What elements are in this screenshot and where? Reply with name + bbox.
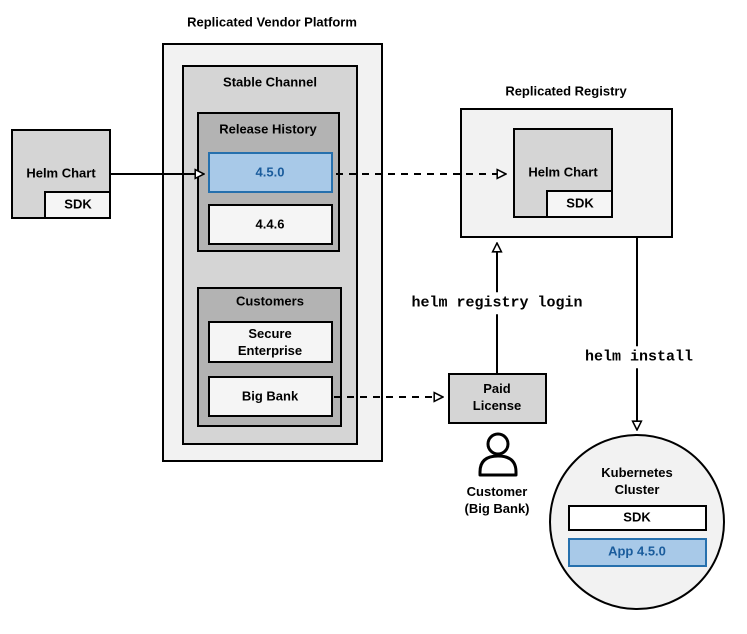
source-helm-chart-label: Helm Chart	[26, 165, 96, 181]
paid-license-label: Paid License	[472, 381, 522, 413]
release-446-box	[208, 204, 333, 245]
command-registry-login: helm registry login	[406, 292, 588, 314]
source-sdk-box	[44, 191, 111, 219]
registry-sdk-box	[546, 190, 613, 218]
command-helm-install: helm install	[579, 346, 699, 368]
vendor-platform-title: Replicated Vendor Platform	[187, 14, 357, 30]
customer-big-bank-label: Big Bank	[241, 388, 299, 404]
registry-sdk-label: SDK	[566, 195, 594, 211]
customers-title: Customers	[236, 293, 304, 309]
customer-secure-enterprise-box	[208, 321, 333, 363]
paid-license-box	[448, 373, 547, 424]
customer-secure-enterprise-label: Secure Enterprise	[237, 326, 303, 358]
customer-label: Customer (Big Bank)	[464, 484, 530, 516]
release-446-label: 4.4.6	[255, 216, 285, 232]
cluster-title: Kubernetes Cluster	[601, 465, 673, 497]
cluster-sdk-box	[568, 505, 707, 531]
customer-big-bank-box	[208, 376, 333, 417]
registry-helm-chart-label: Helm Chart	[528, 164, 598, 180]
source-sdk-label: SDK	[64, 196, 92, 212]
release-450-label: 4.5.0	[255, 164, 285, 180]
cluster-app-label: App 4.5.0	[608, 543, 666, 559]
stable-channel-title: Stable Channel	[223, 74, 317, 90]
customer-person-icon	[478, 432, 518, 477]
release-history-title: Release History	[219, 121, 317, 137]
registry-title: Replicated Registry	[505, 83, 627, 99]
cluster-sdk-label: SDK	[623, 509, 651, 525]
release-450-box	[208, 152, 333, 193]
cluster-app-box	[568, 538, 707, 567]
